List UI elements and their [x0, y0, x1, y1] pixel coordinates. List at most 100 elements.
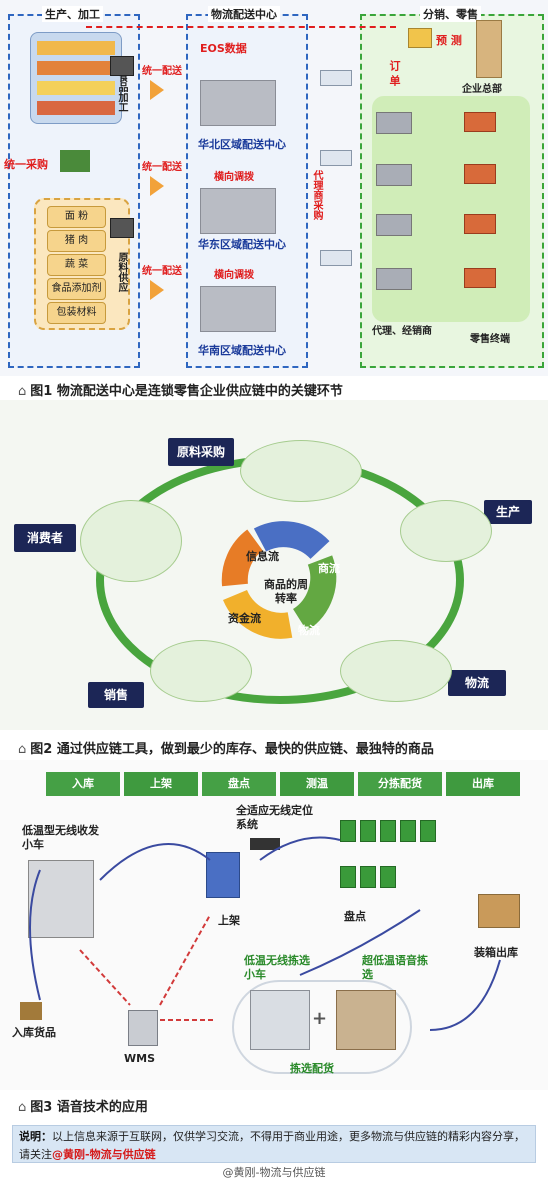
rf-cart-label: 低温型无线收发小车 — [22, 824, 99, 851]
factory-image — [400, 500, 492, 562]
dc-north-label: 华北区域配送中心 — [198, 138, 286, 151]
info-flow-line — [86, 26, 396, 28]
voice-pick-label: 超低温语音拣选 — [362, 954, 428, 981]
truck-icon — [320, 70, 352, 86]
flow-fund: 资金流 — [228, 612, 261, 625]
agents-label: 代理、经销商 — [372, 326, 432, 337]
warehouse-icon — [376, 214, 412, 236]
note-prefix: 说明： — [19, 1130, 52, 1143]
watermark: @黄刚-物流与供应链 — [222, 1166, 326, 1179]
dc-title: 物流配送中心 — [208, 6, 280, 22]
truck-icon — [320, 250, 352, 266]
retail-title: 分销、零售 — [420, 6, 481, 22]
ingredient-vegetables: 蔬 菜 — [47, 254, 106, 276]
ingredient-additives: 食品添加剂 — [47, 278, 106, 300]
warehouse-icon — [376, 164, 412, 186]
ingredient-pork: 猪 肉 — [47, 230, 106, 252]
computer-icon — [110, 218, 134, 238]
flow-logistics: 物流 — [298, 624, 320, 637]
cross-transfer-label-2: 横向调拨 — [214, 270, 254, 281]
plus-icon: + — [312, 1008, 328, 1029]
forecast-label: 预 测 — [436, 34, 462, 47]
outbound-label: 装箱出库 — [474, 946, 518, 959]
unified-purchase-label: 统一采购 — [4, 158, 48, 171]
note-link[interactable]: @黄刚-物流与供应链 — [52, 1148, 156, 1161]
flow-commerce: 商流 — [318, 562, 340, 575]
order-label: 订 单 — [388, 60, 401, 86]
shelf-icon — [340, 866, 356, 888]
hq-building-icon — [476, 20, 502, 78]
raw-materials-image — [240, 440, 362, 502]
server-icon — [128, 1010, 158, 1046]
shelf-icon — [380, 866, 396, 888]
agent-purchase-label: 代理商采购 — [311, 170, 322, 220]
dc-north-building — [200, 80, 276, 126]
unified-delivery-label-1: 统一配送 — [142, 66, 182, 77]
delivery-arrow-icon — [150, 280, 164, 300]
wms-label: WMS — [124, 1052, 156, 1065]
delivery-arrow-icon — [150, 176, 164, 196]
process-arrows-svg — [29, 836, 501, 1031]
picking-cycle — [232, 980, 412, 1074]
warehouse-icon — [376, 112, 412, 134]
delivery-arrow-icon — [150, 80, 164, 100]
disclaimer-note: 说明：以上信息来源于互联网，仅供学习交流，不得用于商业用途，更多物流与供应链的精… — [12, 1125, 536, 1163]
figure-3-caption: ⌂图3 语音技术的应用 — [18, 1100, 148, 1115]
node-consumer: 消费者 — [14, 524, 76, 552]
router-icon — [250, 838, 280, 850]
figure-2: 原料采购 生产 物流 销售 消费者 信息流 商流 物流 资金流 商品的周转率 — [0, 400, 548, 730]
consumer-image — [80, 500, 182, 582]
node-sales: 销售 — [88, 682, 144, 708]
shelf-icon — [420, 820, 436, 842]
dc-east-building — [200, 188, 276, 234]
computer-icon — [408, 28, 432, 48]
unified-delivery-label-3: 统一配送 — [142, 266, 182, 277]
purchase-truck-icon — [60, 150, 90, 172]
note-body: 以上信息来源于互联网，仅供学习交流，不得用于商业用途，更多物流与供应链的精彩内容… — [19, 1130, 525, 1161]
dc-south-building — [200, 286, 276, 332]
figure-2-caption: ⌂图2 通过供应链工具，做到最少的库存、最快的供应链、最独特的商品 — [18, 742, 434, 757]
node-production: 生产 — [484, 500, 532, 524]
figure-1-caption: ⌂图1 物流配送中心是连锁零售企业供应链中的关键环节 — [18, 384, 343, 399]
hq-label: 企业总部 — [462, 84, 502, 95]
store-icon — [464, 164, 496, 184]
truck-image — [340, 640, 452, 702]
shelving-cart-image — [206, 852, 240, 898]
shop-image — [150, 640, 252, 702]
dc-east-label: 华东区域配送中心 — [198, 238, 286, 251]
food-products-image — [30, 32, 122, 124]
inbound-goods-label: 入库货品 — [12, 1026, 56, 1039]
flow-center: 商品的周转率 — [264, 578, 308, 605]
truck-icon — [320, 150, 352, 166]
warehouse-icon — [376, 268, 412, 290]
store-icon — [464, 112, 496, 132]
store-icon — [464, 214, 496, 234]
node-raw-purchase: 原料采购 — [168, 438, 234, 466]
shelf-icon — [360, 866, 376, 888]
cold-cart-label: 低温无线拣选小车 — [244, 954, 310, 981]
step-shelving: 上架 — [124, 772, 198, 796]
step-picking: 分拣配货 — [358, 772, 442, 796]
food-processing-label: 食品加工 — [116, 72, 127, 112]
terminal-label: 零售终端 — [470, 334, 510, 345]
shelving-label: 上架 — [218, 914, 240, 927]
production-title: 生产、加工 — [42, 6, 103, 22]
voice-pick-image — [336, 990, 396, 1050]
boxes-icon — [478, 894, 520, 928]
dc-south-label: 华南区域配送中心 — [198, 344, 286, 357]
cold-cart-image — [250, 990, 310, 1050]
goods-icon — [20, 1002, 42, 1020]
flow-info: 信息流 — [246, 550, 279, 563]
raw-supply-label: 原料供应 — [116, 252, 127, 292]
inventory-label: 盘点 — [344, 910, 366, 923]
shelf-icon — [380, 820, 396, 842]
ingredient-packaging: 包装材料 — [47, 302, 106, 324]
picking-label: 拣选配货 — [290, 1062, 334, 1075]
node-logistics: 物流 — [448, 670, 506, 696]
positioning-label: 全适应无线定位系统 — [236, 804, 313, 831]
shelf-icon — [340, 820, 356, 842]
ingredient-flour: 面 粉 — [47, 206, 106, 228]
unified-delivery-label-2: 统一配送 — [142, 162, 182, 173]
cross-transfer-label-1: 横向调拨 — [214, 172, 254, 183]
shelf-icon — [400, 820, 416, 842]
